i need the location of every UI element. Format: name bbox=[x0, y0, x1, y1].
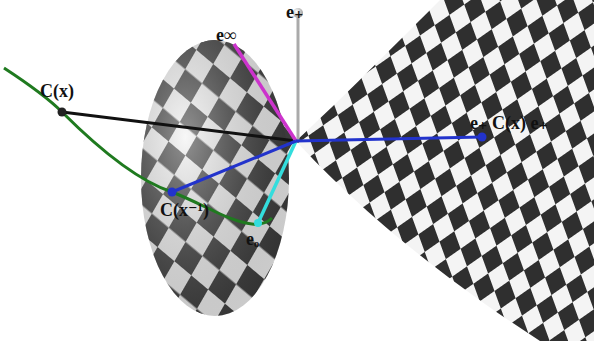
reflection-line bbox=[296, 137, 482, 141]
cone-left-opening bbox=[141, 40, 289, 316]
point-dot bbox=[478, 133, 487, 142]
inverse-line bbox=[172, 141, 296, 192]
conformal-curve bbox=[4, 68, 272, 224]
cone-shading bbox=[141, 40, 289, 316]
point-label: C(x⁻¹) bbox=[158, 201, 211, 219]
cone-right bbox=[296, 0, 594, 341]
point-dot bbox=[254, 219, 262, 227]
point-label: C(x) bbox=[38, 82, 76, 100]
point-dot bbox=[168, 188, 177, 197]
e-infinity-ray bbox=[234, 44, 296, 141]
axis-label: eₒ bbox=[244, 230, 261, 248]
point-label: e₊ C(x) e₊ bbox=[468, 114, 550, 132]
axis-label: e₊ bbox=[284, 3, 306, 21]
point-line bbox=[62, 112, 296, 141]
axis-label: e∞ bbox=[214, 26, 239, 44]
e-plus-axis bbox=[297, 14, 300, 141]
point-dot bbox=[58, 108, 67, 117]
